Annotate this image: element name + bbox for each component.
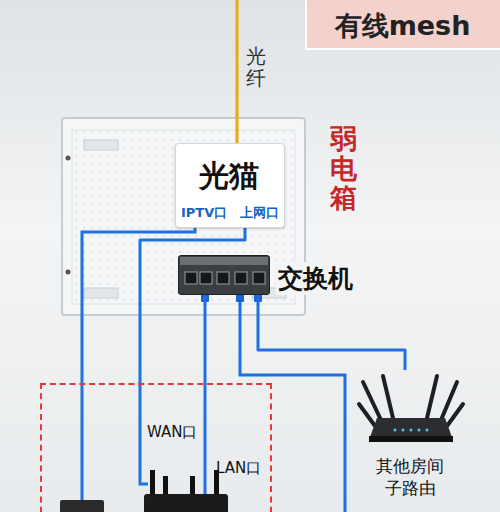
router-zone: WAN口 LAN口 [40,383,272,512]
router-front [369,436,453,442]
cable-label: 光纤 [246,45,266,89]
router-antenna [359,404,375,426]
router-icon [355,370,465,450]
cabinet-bracket [84,288,118,298]
switch-port [217,272,229,284]
port-label: 上网口 [240,204,279,222]
cabinet-panel [72,130,295,304]
fiber-cable [236,0,239,150]
cabinet-bracket [84,140,118,150]
switch-label: 交换机 [276,262,355,295]
router-antenna [427,376,437,418]
title-banner: 有线mesh [305,0,500,50]
port-label: IPTV口 [181,204,227,222]
router-led [410,429,413,432]
router-led [426,429,429,432]
cabinet-screw [66,270,71,275]
wan-cable [140,383,148,484]
title-text: 有线mesh [307,8,498,44]
router-antenna [383,376,393,418]
switch-top [180,257,268,265]
room-cable [240,300,345,512]
network-cable [140,228,245,383]
cabinet-screw [66,156,71,161]
router-led [394,429,397,432]
cabinet-body [62,118,305,315]
port-label: LAN口 [216,459,261,478]
switch-box: 交换机 [178,255,270,295]
network-cable [204,295,207,383]
switch-ports [179,256,269,294]
switch-port [185,272,197,284]
router-led [418,429,421,432]
modem-label: 光猫 [176,156,281,197]
router-led [402,429,405,432]
modem-box: 光猫 IPTV口上网口 [175,143,285,228]
cabinet-box: 光猫IPTV口上网口交换机弱电箱 [62,118,305,315]
router-antenna [447,404,463,426]
lan-cable [204,383,207,494]
switch-port [200,272,212,284]
set-top-box [60,500,104,512]
port-label: WAN口 [147,423,198,442]
router-body [144,494,228,512]
router-node: 其他房间 子路由 [355,370,465,510]
cabinet-label: 弱电箱 [330,124,357,213]
router-label: 其他房间 子路由 [373,455,447,499]
switch-port [253,272,265,284]
switch-port [235,272,247,284]
network-cable [258,295,405,370]
